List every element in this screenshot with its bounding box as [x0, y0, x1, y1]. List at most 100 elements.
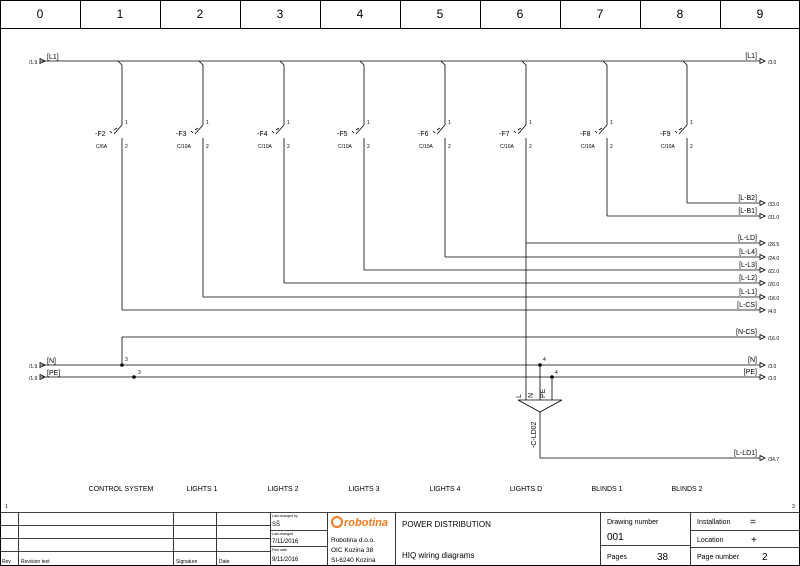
breaker-pin-1: 1: [367, 120, 370, 126]
l1-left-label: [L1]: [47, 54, 59, 61]
output-ref-0: /3.0: [768, 60, 777, 66]
breaker-pin-2: 2: [206, 144, 209, 150]
breaker-feed-wire: [682, 60, 688, 125]
circuit-label-5: LIGHTS D: [510, 486, 542, 493]
output-label-0: [L1]: [745, 53, 757, 60]
breaker-feed-wire: [521, 60, 527, 125]
breaker-rating: C/10A: [661, 144, 676, 150]
company-address-1: OIC Kozina 38: [331, 547, 374, 554]
output-label-1: [L-B2]: [738, 195, 757, 202]
breaker-mech-mark-icon: [594, 130, 598, 134]
breaker-contact-icon: [598, 124, 608, 135]
breaker-rating: C/10A: [419, 144, 434, 150]
drawing-number-value: 001: [607, 532, 624, 543]
output-ref-10: /3.0: [768, 364, 777, 370]
breaker-f3: [190, 60, 766, 301]
breaker-f7: [513, 60, 766, 247]
cable-designation: -C-LD02: [531, 421, 538, 448]
breaker-rating: C/10A: [338, 144, 353, 150]
breaker-mech-mark-icon: [432, 130, 436, 134]
l1-left-ref: /1.9: [29, 60, 38, 66]
page-number-label: Page number: [697, 554, 740, 561]
breaker-f9: [674, 60, 766, 207]
output-label-7: [L-L1]: [739, 289, 757, 296]
breaker-feed-wire: [279, 60, 285, 125]
breaker-feed-wire: [602, 60, 608, 125]
breaker-rating: C/10A: [258, 144, 273, 150]
breaker-pin-1: 1: [529, 120, 532, 126]
installation-value: =: [750, 517, 756, 528]
circuit-label-7: BLINDS 2: [671, 486, 702, 493]
breaker-pin-2: 2: [125, 144, 128, 150]
breaker-feed-wire: [198, 60, 204, 125]
print-date-label: Print date: [272, 548, 287, 552]
breaker-mech-mark-icon: [190, 130, 194, 134]
circuit-label-6: BLINDS 1: [591, 486, 622, 493]
rev-header: Rev: [2, 559, 11, 565]
breaker-pin-2: 2: [367, 144, 370, 150]
last-changed-label: Last changed: [272, 532, 293, 536]
breaker-f4: [271, 60, 766, 287]
output-ref-6: /20.0: [768, 282, 779, 288]
breaker-contact-icon: [113, 124, 123, 135]
breaker-output-arrow-icon: [759, 212, 766, 220]
output-ref-4: /24.0: [768, 256, 779, 262]
l1-right-arrow-icon: [759, 57, 766, 65]
output-ref-2: /31.0: [768, 215, 779, 221]
cable-gland-icon: [517, 399, 563, 413]
cable-c-ld02: [517, 243, 766, 462]
l1-left-arrow-icon: [39, 57, 46, 65]
n-cs-arrow-icon: [759, 333, 766, 341]
breaker-trip-mark-icon: [517, 127, 522, 131]
breaker-contact-icon: [517, 124, 527, 135]
breaker-output-arrow-icon: [759, 266, 766, 274]
breaker-pin-1: 1: [125, 120, 128, 126]
n-left-arrow-icon: [39, 361, 46, 369]
pages-value: 38: [657, 552, 669, 563]
cable-n-junction-icon: [538, 363, 542, 367]
column-number-4: 4: [357, 7, 364, 21]
output-label-9: [N-CS]: [736, 329, 757, 336]
left-margin-mark: 1: [5, 504, 8, 510]
output-ref-7: /18.0: [768, 296, 779, 302]
breaker-trip-mark-icon: [113, 127, 118, 131]
output-ref-12: /34.7: [768, 457, 779, 463]
output-ref-9: /16.0: [768, 336, 779, 342]
column-number-3: 3: [277, 7, 284, 21]
breaker-rating: C/10A: [177, 144, 192, 150]
pages-label: Pages: [607, 554, 627, 561]
company-address-2: SI-6240 Kozina: [331, 557, 376, 564]
logo-wordmark: robotina: [344, 517, 388, 529]
right-margin-mark: 3: [792, 504, 795, 510]
breaker-output-arrow-icon: [759, 253, 766, 261]
output-label-4: [L-L4]: [739, 249, 757, 256]
revision-text-header: Revision text: [21, 559, 50, 565]
drawing-number-label: Drawing number: [607, 519, 659, 526]
breaker-rating: C/6A: [96, 144, 108, 150]
signature-header: Signature: [176, 559, 198, 565]
breaker-designation: -F8: [580, 131, 591, 138]
n-cs-junction-icon: [120, 363, 124, 367]
output-ref-1: /33.0: [768, 202, 779, 208]
breaker-f6: [432, 60, 766, 261]
cable-n-pin-4: 4: [543, 357, 546, 363]
breaker-pin-1: 1: [690, 120, 693, 126]
logo-ring-icon: [331, 516, 343, 528]
column-number-7: 7: [597, 7, 604, 21]
output-label-2: [L-B1]: [738, 208, 757, 215]
breaker-pin-1: 1: [610, 120, 613, 126]
location-value: +: [751, 535, 757, 546]
breaker-output-arrow-icon: [759, 279, 766, 287]
breaker-designation: -F4: [257, 131, 268, 138]
pe-left-ref: /1.9: [29, 376, 38, 382]
breaker-trip-mark-icon: [678, 127, 683, 131]
n-right-arrow-icon: [759, 361, 766, 369]
last-changed-by-label: Last changed by: [272, 514, 298, 518]
breaker-trip-mark-icon: [275, 127, 280, 131]
breaker-designation: -F7: [499, 131, 510, 138]
date-header: Date: [219, 559, 230, 565]
output-label-10: [N]: [748, 357, 757, 364]
breaker-feed-wire: [117, 60, 123, 125]
breaker-designation: -F5: [337, 131, 348, 138]
